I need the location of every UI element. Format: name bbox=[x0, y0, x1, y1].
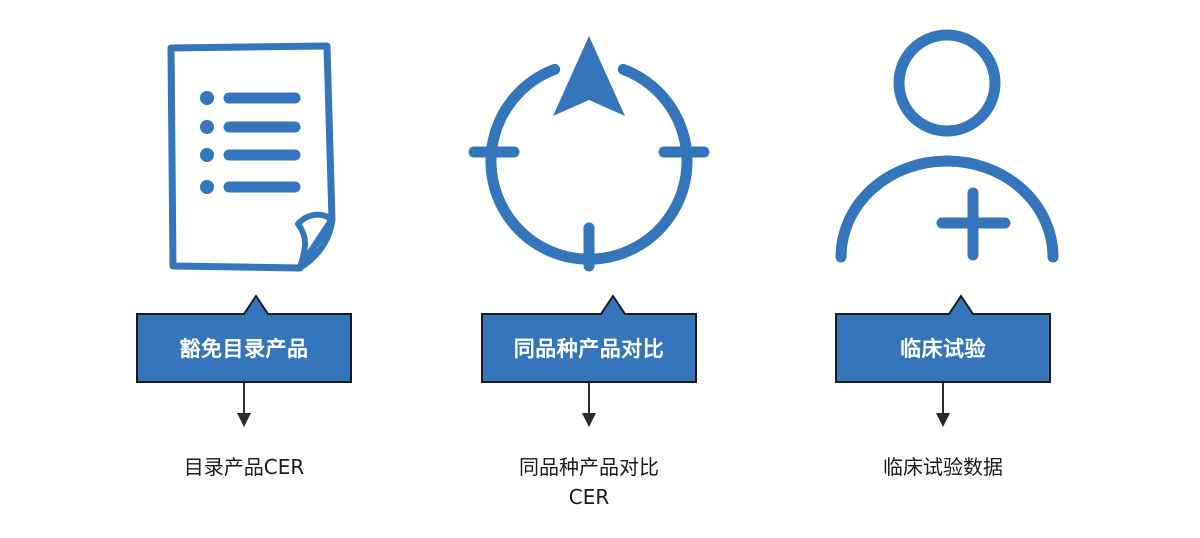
callout-box bbox=[136, 294, 352, 383]
user-add-icon bbox=[835, 29, 1059, 263]
callout-box bbox=[481, 294, 697, 383]
result-text: 同品种产品对比 CER bbox=[519, 455, 659, 509]
step-exempt-catalog: 豁免目录产品 目录产品CER bbox=[84, 0, 404, 538]
step-clinical-trial: 临床试验 临床试验数据 bbox=[783, 0, 1103, 538]
callout-label: 临床试验 bbox=[900, 337, 986, 361]
down-arrow-icon bbox=[237, 383, 251, 427]
result-text: 目录产品CER bbox=[183, 455, 305, 479]
compass-target-icon bbox=[468, 36, 710, 272]
result-text: 临床试验数据 bbox=[883, 455, 1003, 479]
step-equivalent-comparison: 同品种产品对比 同品种产品对比 CER bbox=[429, 0, 749, 538]
document-list-icon bbox=[167, 42, 336, 272]
down-arrow-icon bbox=[582, 383, 596, 427]
callout-label: 同品种产品对比 bbox=[513, 337, 665, 361]
down-arrow-icon bbox=[936, 383, 950, 427]
callout-label: 豁免目录产品 bbox=[179, 337, 309, 361]
callout-box bbox=[835, 294, 1051, 383]
